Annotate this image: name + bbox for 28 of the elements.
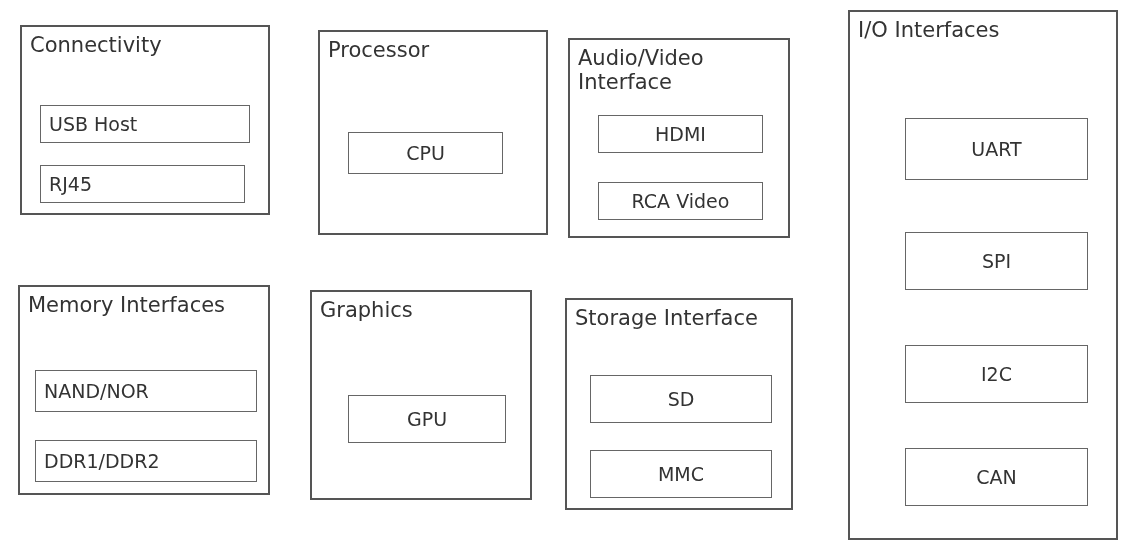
group-panel: [848, 10, 1118, 540]
component-block: CPU: [348, 132, 503, 174]
component-block: NAND/NOR: [35, 370, 257, 412]
group-title: Memory Interfaces: [28, 293, 227, 317]
component-block: UART: [905, 118, 1088, 180]
component-block: RJ45: [40, 165, 245, 203]
group-panel: [20, 25, 270, 215]
group-title: Graphics: [320, 298, 414, 322]
group-title: I/O Interfaces: [858, 18, 1001, 42]
component-block: CAN: [905, 448, 1088, 506]
group-panel: [565, 298, 793, 510]
component-block: MMC: [590, 450, 772, 498]
component-block: SD: [590, 375, 772, 423]
group-panel: [318, 30, 548, 235]
group-title: Processor: [328, 38, 431, 62]
component-block: HDMI: [598, 115, 763, 153]
group-panel: [18, 285, 270, 495]
component-block: USB Host: [40, 105, 250, 143]
group-panel: [568, 38, 790, 238]
group-title: Connectivity: [30, 33, 163, 57]
group-title: Audio/Video Interface: [578, 46, 705, 94]
component-block: SPI: [905, 232, 1088, 290]
group-title: Storage Interface: [575, 306, 759, 330]
component-block: DDR1/DDR2: [35, 440, 257, 482]
group-panel: [310, 290, 532, 500]
component-block: GPU: [348, 395, 506, 443]
component-block: I2C: [905, 345, 1088, 403]
component-block: RCA Video: [598, 182, 763, 220]
